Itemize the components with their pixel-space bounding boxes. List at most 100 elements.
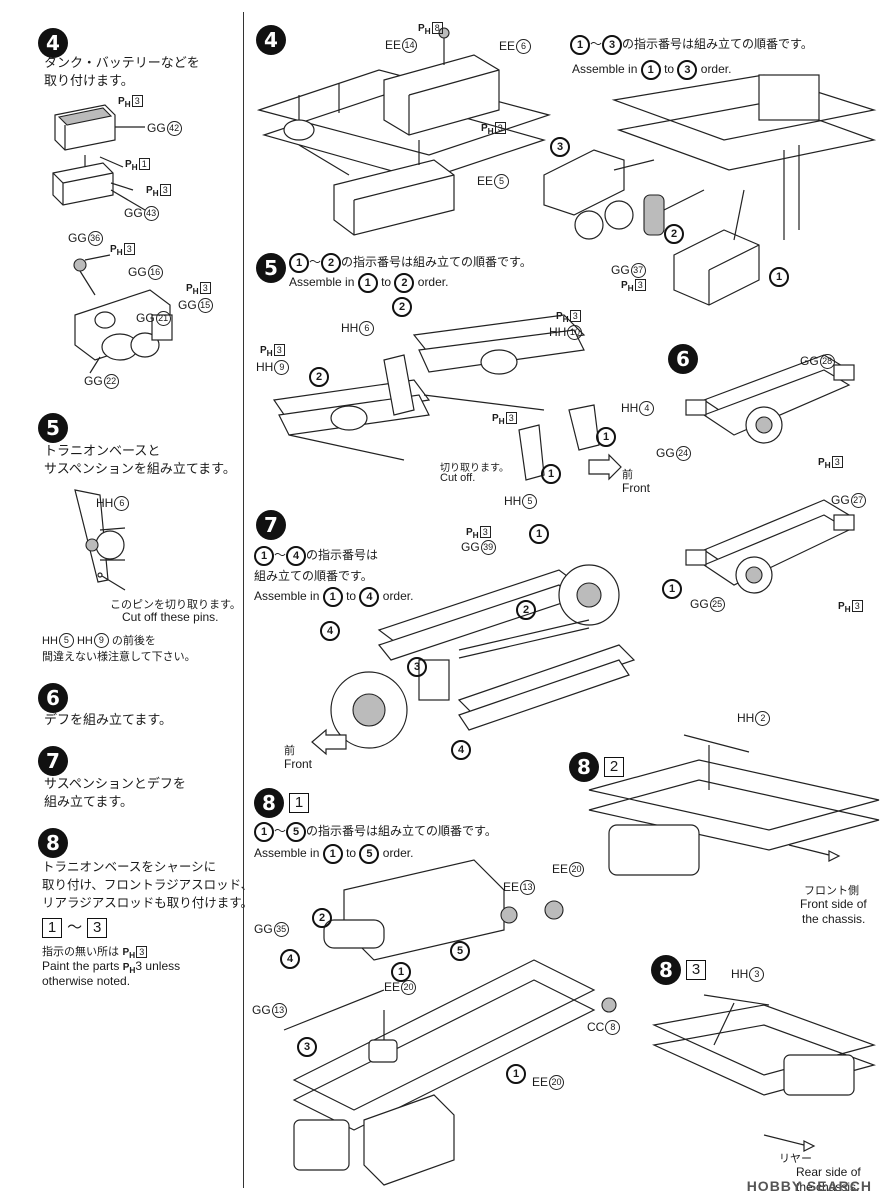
ph-h: H: [498, 416, 505, 426]
part-num: 9: [274, 360, 290, 376]
order-end: 4: [286, 546, 307, 566]
order-1-marker: 1: [529, 522, 549, 544]
differential-figure-a: [685, 354, 855, 444]
part-num: 13: [271, 1003, 287, 1019]
order-num: 1: [769, 267, 789, 287]
order-num: 3: [407, 657, 427, 677]
ph-box: 3: [569, 310, 581, 322]
part-prefix: EE: [532, 1075, 549, 1089]
order-4-marker: 4: [320, 619, 340, 641]
part-num: 25: [709, 597, 725, 613]
ph-h: H: [824, 460, 831, 470]
part-num: 8: [605, 1020, 621, 1036]
en-mid: to: [664, 62, 675, 76]
ph-p: P: [122, 947, 130, 958]
main-step-5-badge: 5: [256, 253, 286, 283]
ph-p: P: [556, 311, 563, 322]
part-prefix: HH: [504, 494, 522, 508]
part-prefix: HH: [621, 401, 639, 415]
part-prefix: GG: [252, 1003, 271, 1017]
differential-figure-b: [685, 499, 855, 594]
ph-p: P: [481, 123, 488, 134]
order-sep: 〜: [309, 255, 322, 269]
ph-h: H: [487, 126, 494, 136]
step-8-range: 1 〜 3: [42, 916, 108, 938]
cut-pin-jp: このピンを切り取ります。: [110, 598, 241, 611]
order-num: 1: [506, 1064, 526, 1084]
front-side-en-2: the chassis.: [802, 912, 866, 926]
step-7-badge: 7: [38, 746, 68, 776]
range-sep: 〜: [67, 918, 83, 936]
ph-h: H: [129, 965, 136, 975]
ph-h: H: [152, 188, 159, 198]
order-1-marker: 1: [541, 462, 561, 484]
ph-p: P: [492, 413, 499, 424]
order-end: 2: [394, 273, 415, 293]
substep-box: 3: [686, 960, 707, 980]
front-label-en: Front: [284, 757, 313, 771]
part-prefix: EE: [503, 880, 520, 894]
part-prefix: GG: [147, 121, 166, 135]
order-start: 1: [322, 587, 343, 607]
step-4-text-2: 取り付けます。: [44, 74, 134, 89]
order-start: 1: [570, 35, 590, 55]
ph-box: 1: [138, 158, 150, 170]
front-side-en-1: Front side of: [800, 897, 867, 911]
part-prefix: EE: [499, 39, 516, 53]
part-num: 14: [402, 38, 418, 54]
front-label-jp: 前: [622, 468, 633, 481]
ph-box: 3: [634, 279, 646, 291]
ph-box: 3: [136, 946, 148, 958]
part-prefix: GG: [461, 540, 480, 554]
part-num: 6: [359, 321, 375, 337]
order-2-marker: 2: [664, 222, 684, 244]
note-num: 5: [58, 633, 74, 649]
order-num: 4: [280, 949, 300, 969]
rear-radius-rod-figure: [652, 994, 876, 1152]
ph-p: P: [125, 159, 132, 170]
part-prefix: GG: [128, 265, 147, 279]
order-3-marker: 3: [550, 135, 570, 157]
step-7-text-1: サスペンションとデフを: [44, 777, 186, 792]
ph-box: 3: [831, 456, 843, 468]
order-text: の指示番号は: [306, 548, 379, 562]
en-mid: to: [381, 275, 392, 289]
range-end-box: 3: [87, 918, 108, 938]
order-end: 3: [602, 35, 623, 55]
part-prefix: GG: [84, 374, 103, 388]
column-divider: [243, 12, 244, 1188]
part-prefix: GG: [611, 263, 630, 277]
ph-box: 3: [273, 344, 285, 356]
order-start: 1: [254, 546, 274, 566]
ph-p: P: [122, 962, 130, 973]
part-prefix: EE: [477, 174, 494, 188]
part-num: 37: [630, 263, 646, 279]
chassis-battery-figure: [543, 74, 877, 306]
main-step-8-2-header: 8 2: [569, 752, 625, 782]
ph-p: P: [118, 96, 125, 107]
main-step-7-badge: 7: [256, 510, 286, 540]
order-1-marker: 1: [506, 1062, 526, 1084]
order-num: 3: [297, 1037, 317, 1057]
part-num: 21: [155, 311, 171, 327]
ph-box: 3: [505, 412, 517, 424]
main-step-8-badge: 8: [254, 788, 284, 818]
part-num: 15: [197, 298, 213, 314]
ph-p: P: [838, 601, 845, 612]
step-7-text-2: 組み立てます。: [44, 795, 134, 810]
ph-h: H: [192, 286, 199, 296]
order-1-marker: 1: [662, 577, 682, 599]
suspension-diff-figure: [330, 564, 636, 749]
